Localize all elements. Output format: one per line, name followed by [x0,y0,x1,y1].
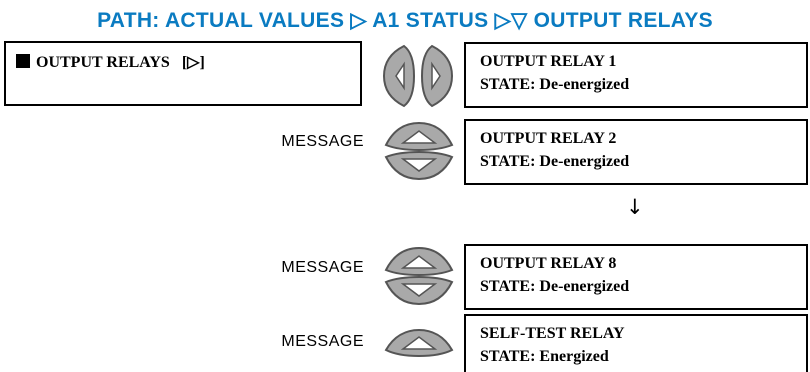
message-label: MESSAGE [281,259,364,276]
relay-box-1: OUTPUT RELAY 1 STATE: De-energized [464,42,808,108]
relay-name: OUTPUT RELAY 2 [480,130,617,147]
relay-state: STATE: De-energized [480,153,630,170]
relay-name: OUTPUT RELAY 8 [480,255,617,272]
menu-square-icon [16,54,30,68]
up-down-keys-icon[interactable] [384,119,454,183]
menu-item-label: OUTPUT RELAYS [36,54,170,71]
expand-symbol: [▷] [181,54,205,71]
output-relays-menu-item[interactable]: OUTPUT RELAYS [▷] [4,41,362,106]
up-key-icon[interactable] [384,328,454,358]
path-title: PATH: ACTUAL VALUES ▷ A1 STATUS ▷▽ OUTPU… [97,9,713,32]
relay-name: SELF-TEST RELAY [480,325,625,342]
left-right-keys-icon[interactable] [382,44,454,108]
self-test-relay-box: SELF-TEST RELAY STATE: Energized [464,314,808,372]
relay-box-2: OUTPUT RELAY 2 STATE: De-energized [464,119,808,185]
up-down-keys-icon[interactable] [384,244,454,308]
relay-state: STATE: De-energized [480,76,630,93]
message-label: MESSAGE [281,333,364,350]
down-arrow-icon: ↓ [626,195,644,219]
message-label: MESSAGE [281,133,364,150]
relay-name: OUTPUT RELAY 1 [480,53,617,70]
relay-state: STATE: De-energized [480,278,630,295]
relay-box-8: OUTPUT RELAY 8 STATE: De-energized [464,244,808,310]
relay-state: STATE: Energized [480,348,609,365]
